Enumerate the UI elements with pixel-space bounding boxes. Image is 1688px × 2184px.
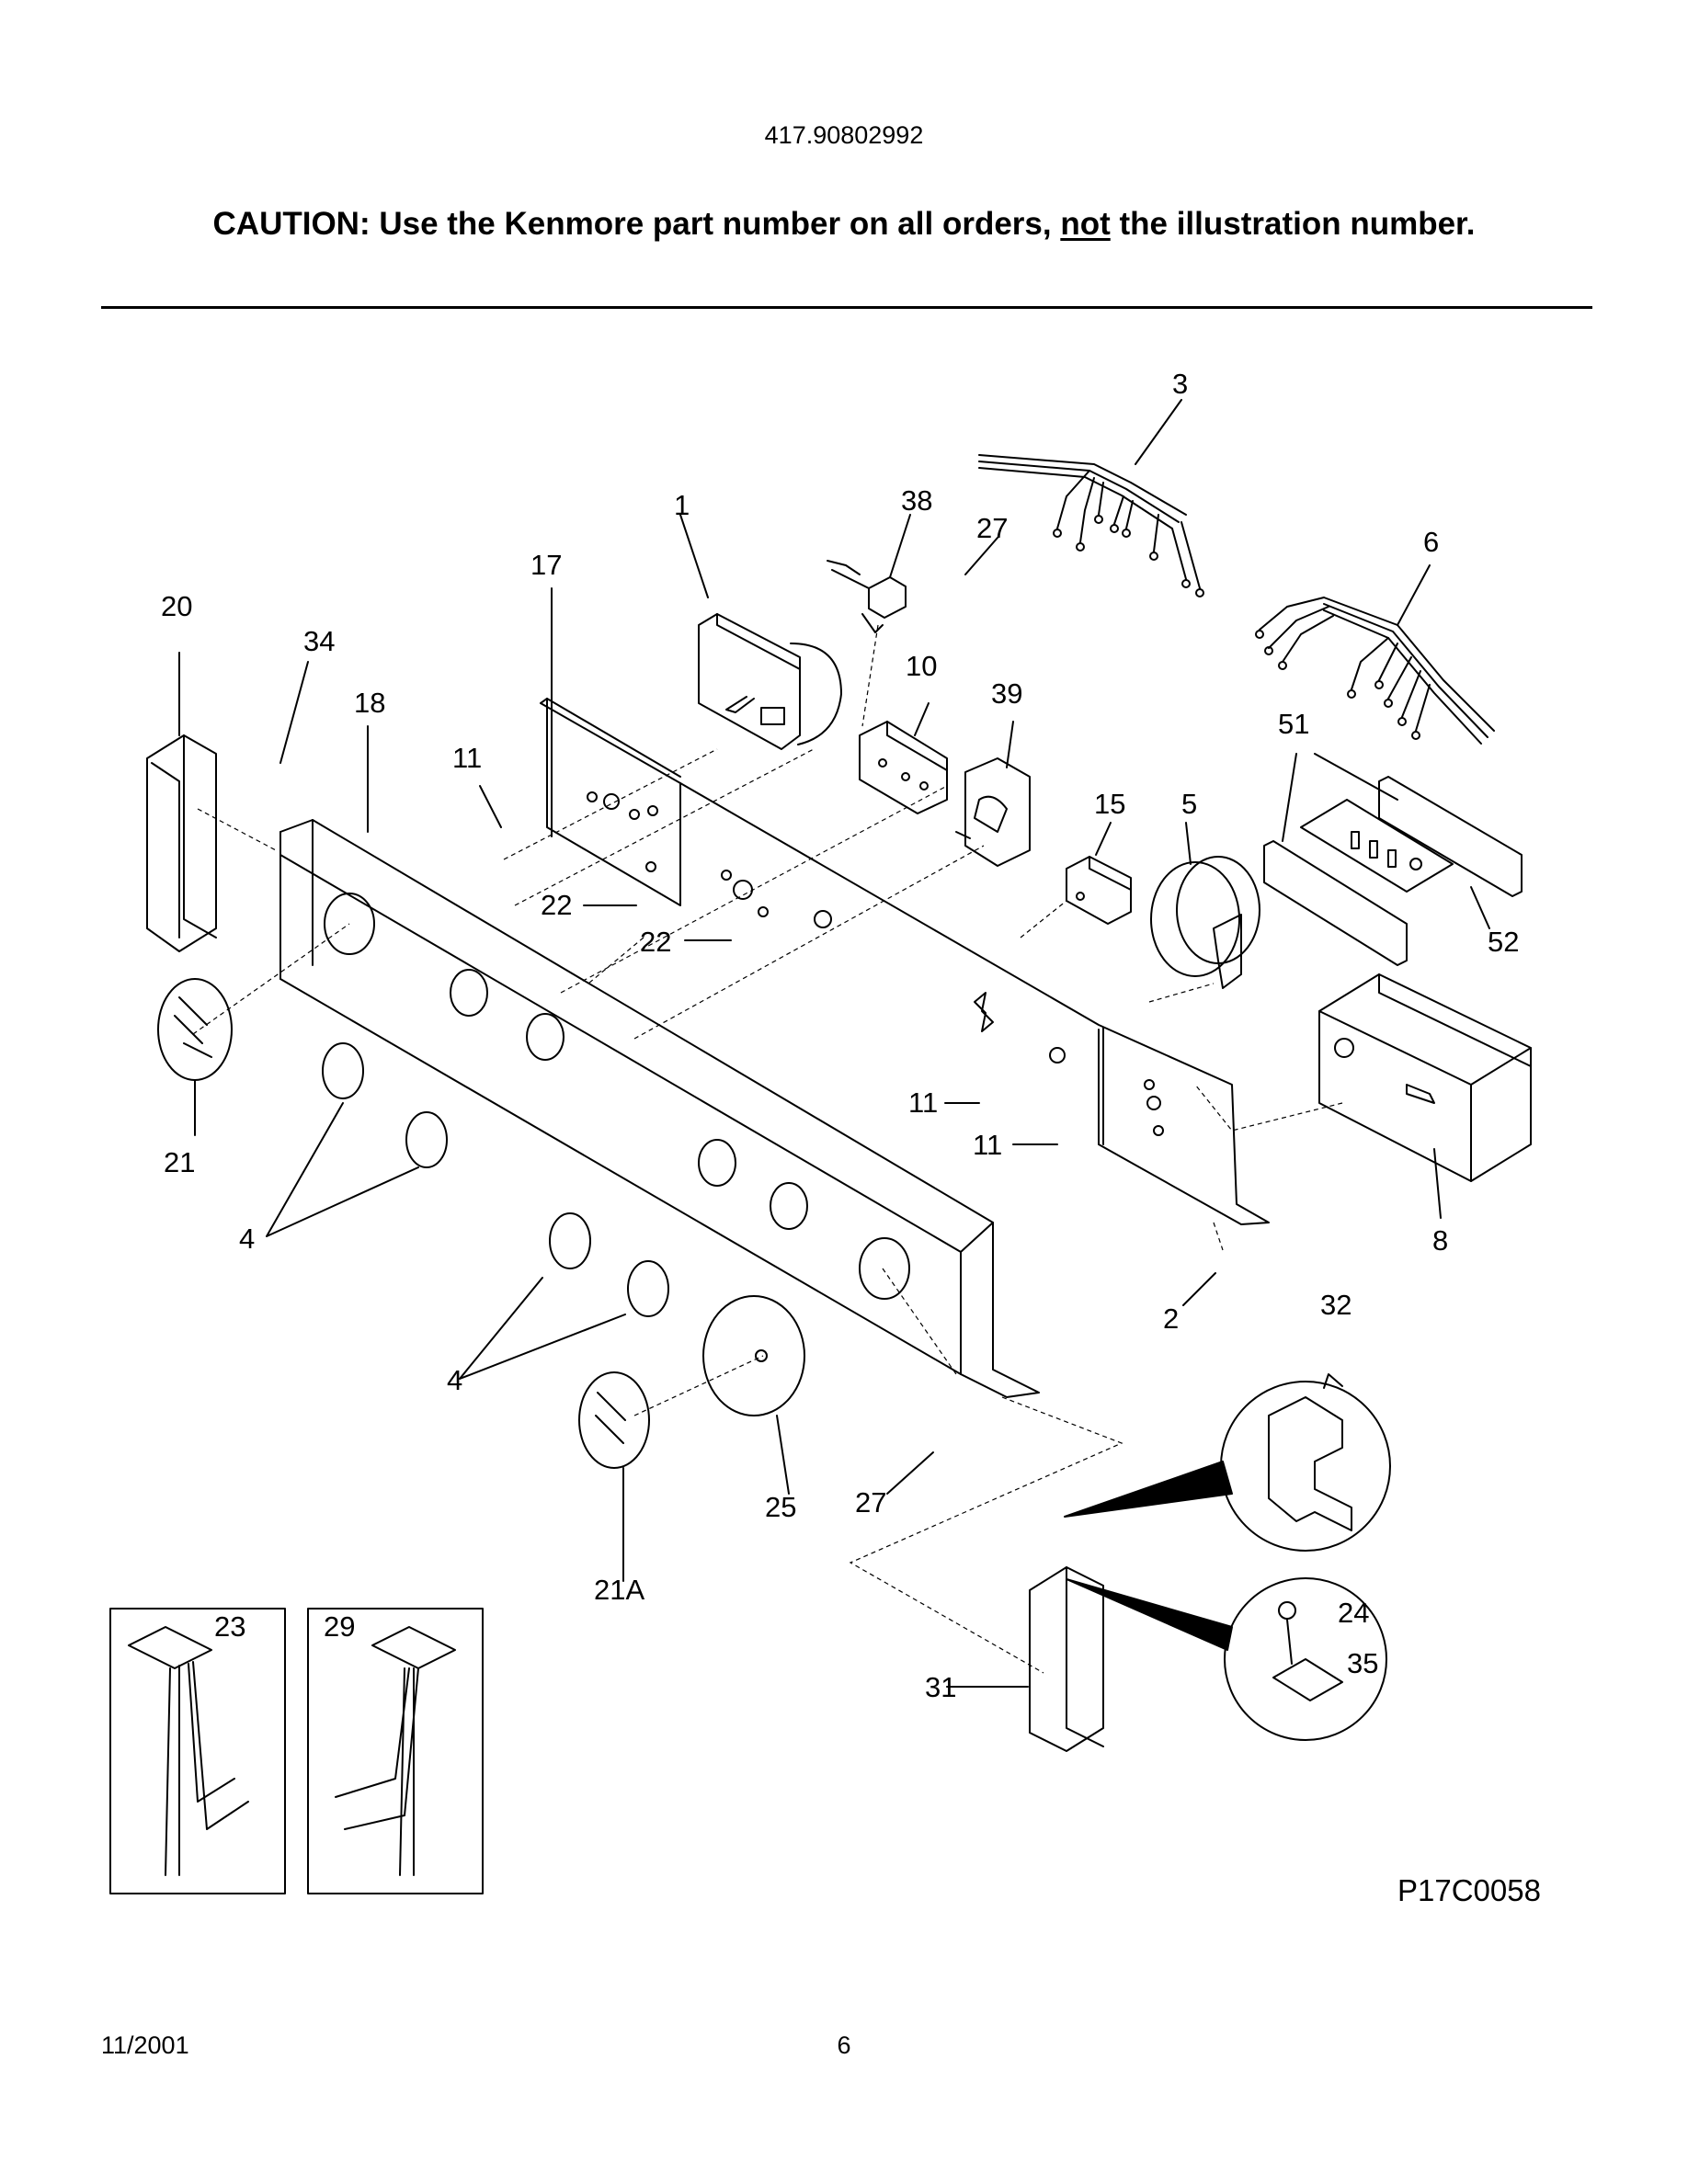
caution-prefix: CAUTION: Use the Kenmore part number on …: [212, 206, 1061, 242]
callout: 4: [447, 1364, 462, 1396]
callout: 11: [452, 742, 482, 774]
callout-labels: 1 2 3 4 5 6 8 10 11 15 17 18 20 21 21A 2…: [161, 368, 1519, 1703]
callout: 8: [1432, 1224, 1448, 1257]
callout: 34: [303, 625, 335, 657]
callout: 39: [991, 677, 1022, 710]
callout: 4: [239, 1223, 255, 1255]
caution-suffix: the illustration number.: [1110, 206, 1476, 242]
callout: 32: [1320, 1289, 1352, 1321]
timer: [698, 613, 842, 750]
callout: 51: [1278, 708, 1309, 740]
header-rule: [101, 306, 1592, 309]
harness-inset-29: [307, 1608, 484, 1894]
switch-38: [827, 560, 907, 633]
dial-25: [702, 1295, 805, 1416]
callout-labels-repeat: 11 11 22 4 27: [447, 926, 1002, 1519]
illustration-code: P17C0058: [1397, 1873, 1541, 1907]
callout: 20: [161, 590, 192, 622]
knob-21: [157, 978, 233, 1081]
callout: 11: [973, 1129, 1002, 1161]
callout: 11: [908, 1086, 938, 1119]
callout: 27: [976, 512, 1008, 544]
footer-date: 11/2001: [101, 2031, 189, 2059]
callout: 29: [324, 1610, 355, 1643]
callout: 15: [1094, 788, 1125, 820]
end-cap-31: [1029, 1566, 1104, 1752]
control-board: [1263, 776, 1523, 966]
callout: 24: [1338, 1597, 1369, 1629]
callout: 5: [1181, 788, 1197, 820]
callout: 6: [1423, 526, 1439, 558]
switch-15: [1066, 856, 1132, 925]
callout: 35: [1347, 1647, 1378, 1679]
callout: 2: [1163, 1302, 1179, 1335]
detail-bubble-24-35: [1066, 1577, 1387, 1741]
callout: 1: [674, 489, 690, 521]
end-cap-20: [146, 734, 217, 952]
callout: 21: [164, 1146, 195, 1178]
callout: 10: [906, 650, 937, 682]
callout: 38: [901, 484, 932, 517]
control-module-8: [1318, 973, 1532, 1182]
knobs-4: [322, 1042, 669, 1317]
footer-page-number: 6: [837, 2031, 851, 2059]
callout: 31: [925, 1671, 956, 1703]
wire-harness-6: [1255, 597, 1495, 745]
wire-harness-3: [978, 454, 1204, 597]
caution-emphasis: not: [1060, 206, 1111, 242]
callout: 25: [765, 1491, 796, 1523]
harness-inset-23: [109, 1608, 286, 1894]
model-number: 417.90802992: [764, 121, 924, 149]
switch-10: [859, 721, 948, 814]
switch-39: [955, 757, 1031, 867]
callout: 17: [530, 549, 562, 581]
callout: 22: [541, 889, 572, 921]
caution-notice: CAUTION: Use the Kenmore part number on …: [0, 206, 1688, 243]
callout: 52: [1488, 926, 1519, 958]
callout: 22: [640, 926, 671, 958]
console-panel: [279, 819, 1040, 1398]
callout: 23: [214, 1610, 245, 1643]
callout: 27: [855, 1486, 886, 1519]
leader-lines: [178, 399, 1490, 1688]
selector-5: [1150, 856, 1260, 989]
knob-21a: [578, 1371, 650, 1469]
callout: 3: [1172, 368, 1188, 400]
callout: 21A: [594, 1574, 644, 1606]
detail-bubble-32: [1064, 1381, 1391, 1552]
callout: 18: [354, 687, 385, 719]
assembly-lines: [192, 624, 1343, 1674]
